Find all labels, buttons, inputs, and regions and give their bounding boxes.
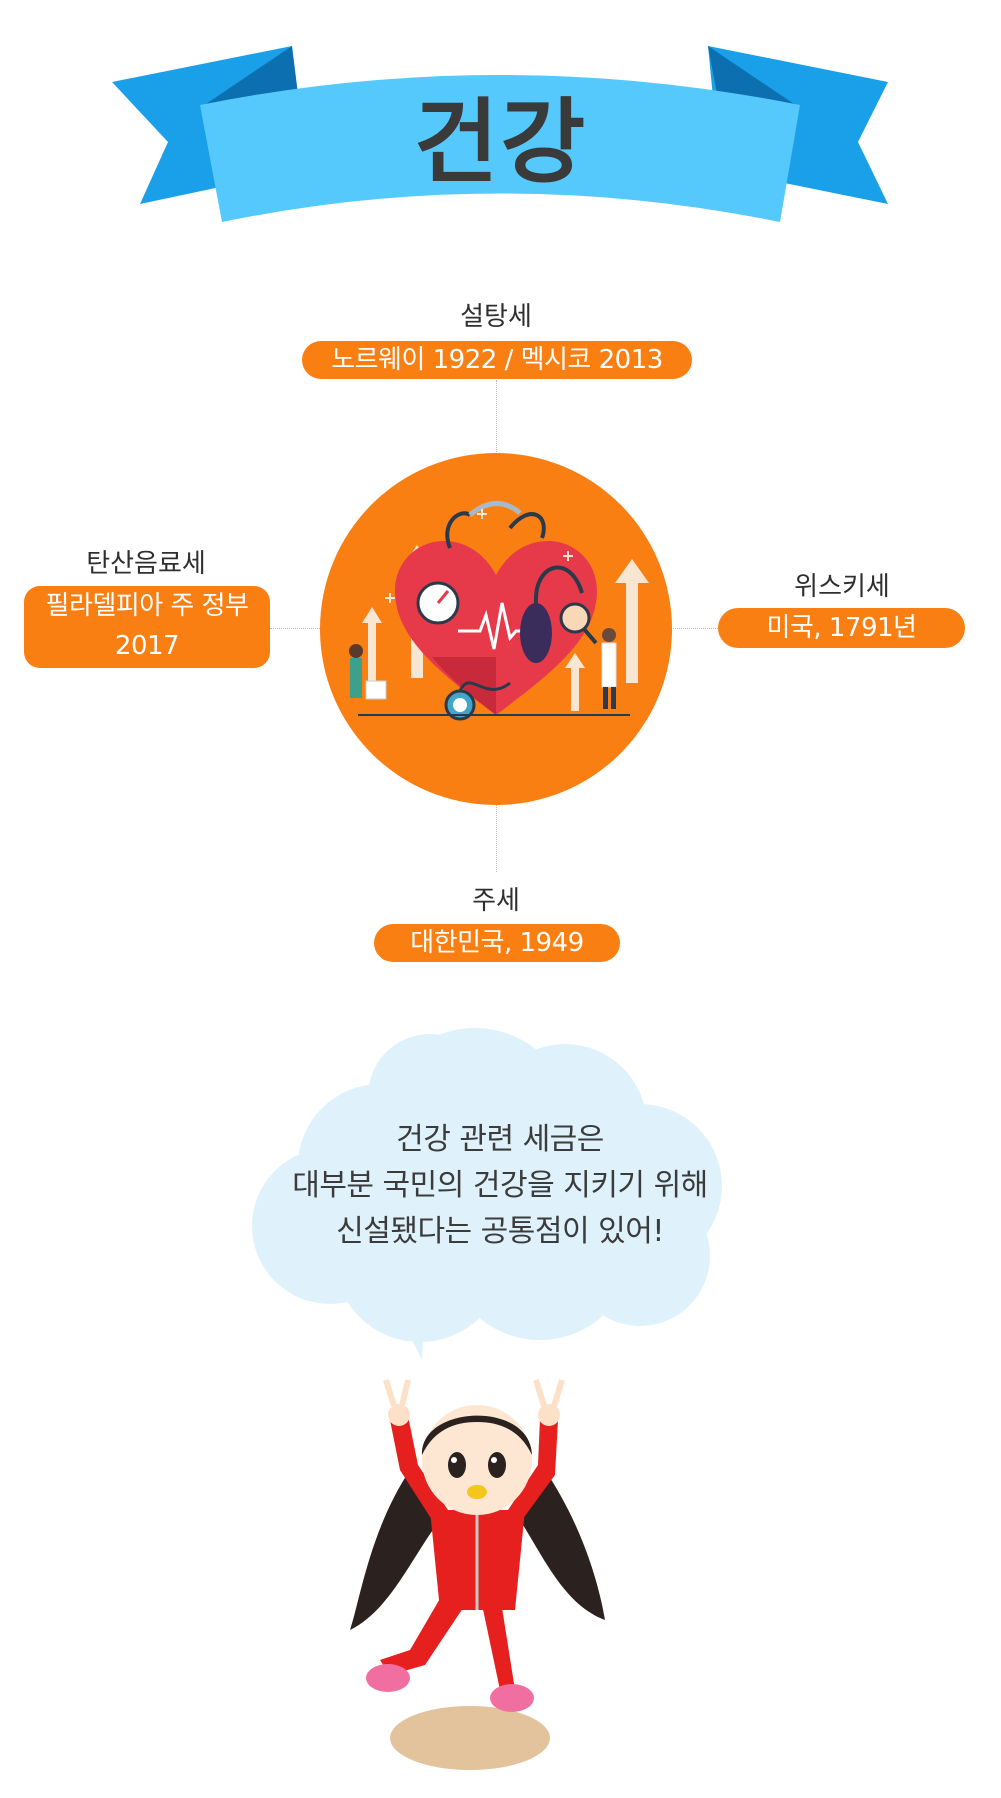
sugar-tax-pill: 노르웨이 1922 / 멕시코 2013 — [302, 341, 692, 379]
sugar-tax-label: 설탕세 — [460, 302, 532, 332]
speech-line-2: 대부분 국민의 건강을 지키기 위해 — [292, 1168, 708, 1203]
whisky-tax-pill: 미국, 1791년 — [718, 608, 965, 648]
connector-right — [670, 628, 722, 629]
soda-tax-value-line1: 필라델피아 주 정부 — [45, 591, 249, 621]
speech-text: 건강 관련 세금은 대부분 국민의 건강을 지키기 위해 신설됐다는 공통점이 … — [250, 1117, 750, 1255]
liquor-tax-value: 대한민국, 1949 — [410, 928, 584, 958]
speech-line-3: 신설됐다는 공통점이 있어! — [336, 1214, 664, 1249]
ribbon-band — [200, 75, 800, 222]
title-ribbon — [112, 46, 888, 222]
cheering-girl-character-icon — [350, 1379, 605, 1770]
sugar-tax-value: 노르웨이 1922 / 멕시코 2013 — [331, 345, 663, 375]
liquor-tax-pill: 대한민국, 1949 — [374, 924, 620, 962]
soda-tax-pill: 필라델피아 주 정부 2017 — [24, 586, 270, 668]
connector-left — [270, 628, 322, 629]
whisky-tax-label: 위스키세 — [794, 572, 890, 602]
soda-tax-value-line2: 2017 — [114, 631, 180, 661]
connector-top — [496, 380, 497, 452]
connector-bottom — [496, 800, 497, 872]
speech-line-1: 건강 관련 세금은 — [396, 1122, 604, 1157]
liquor-tax-label: 주세 — [472, 886, 520, 916]
heart-health-illustration-icon — [320, 453, 672, 805]
speech-bubble — [252, 1028, 722, 1360]
page-title: 건강 — [413, 89, 588, 196]
soda-tax-label: 탄산음료세 — [86, 549, 206, 579]
whisky-tax-value: 미국, 1791년 — [766, 613, 917, 643]
